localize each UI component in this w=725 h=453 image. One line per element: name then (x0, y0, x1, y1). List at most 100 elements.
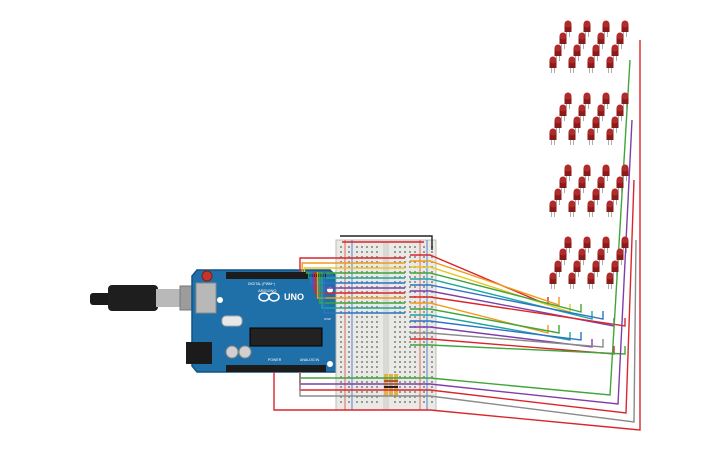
wire-column-10[interactable] (410, 314, 571, 341)
led-l1-r3-c2[interactable] (602, 164, 610, 182)
led-l3-r0-c2[interactable] (587, 56, 595, 74)
wire-column-8[interactable] (410, 302, 549, 334)
wire-pin-11[interactable] (323, 272, 405, 314)
wire-column-3[interactable] (410, 272, 582, 313)
led-l2-r0-c0[interactable] (549, 128, 557, 146)
led-l3-r2-c0[interactable] (559, 32, 567, 50)
led-l0-r1-c0[interactable] (554, 260, 562, 278)
led-l1-r2-c2[interactable] (597, 176, 605, 194)
led-l0-r0-c1[interactable] (568, 272, 576, 290)
wire-top-loop[interactable] (340, 235, 433, 250)
led-l3-r1-c0[interactable] (554, 44, 562, 62)
wire-pin-9[interactable] (319, 272, 405, 304)
led-l2-r3-c0[interactable] (564, 92, 572, 110)
led-l1-r3-c3[interactable] (621, 164, 629, 182)
wire-column-5[interactable] (410, 284, 604, 320)
led-l2-r2-c3[interactable] (616, 104, 624, 122)
led-l2-r1-c1[interactable] (573, 116, 581, 134)
led-l2-r1-c0[interactable] (554, 116, 562, 134)
led-l1-r1-c3[interactable] (611, 188, 619, 206)
wire-pin-0[interactable] (299, 257, 405, 272)
wire-pin-8[interactable] (316, 272, 405, 299)
led-l2-r3-c3[interactable] (621, 92, 629, 110)
led-l3-r3-c0[interactable] (564, 20, 572, 38)
led-l0-r2-c1[interactable] (578, 248, 586, 266)
led-l1-r1-c0[interactable] (554, 188, 562, 206)
led-l3-r2-c1[interactable] (578, 32, 586, 50)
wire-layer-3[interactable] (299, 239, 637, 423)
led-l2-r0-c3[interactable] (606, 128, 614, 146)
wire-pin-2[interactable] (303, 267, 405, 272)
led-l2-r2-c1[interactable] (578, 104, 586, 122)
wire-column-13[interactable] (410, 332, 604, 348)
wire-column-7[interactable] (410, 296, 626, 327)
led-l3-r3-c3[interactable] (621, 20, 629, 38)
wire-pin-10[interactable] (321, 272, 405, 309)
wire-column-2[interactable] (410, 266, 571, 313)
led-l0-r2-c0[interactable] (559, 248, 567, 266)
led-l3-r1-c3[interactable] (611, 44, 619, 62)
wire-column-15[interactable] (410, 344, 626, 355)
led-l1-r1-c2[interactable] (592, 188, 600, 206)
led-l3-r1-c1[interactable] (573, 44, 581, 62)
led-l3-r3-c1[interactable] (583, 20, 591, 38)
led-l3-r0-c0[interactable] (549, 56, 557, 74)
wire-column-1[interactable] (410, 260, 560, 306)
wire-bundle[interactable] (273, 40, 641, 431)
led-l1-r2-c0[interactable] (559, 176, 567, 194)
led-l1-r3-c1[interactable] (583, 164, 591, 182)
led-l0-r3-c0[interactable] (564, 236, 572, 254)
led-l3-r2-c2[interactable] (597, 32, 605, 50)
led-l2-r0-c2[interactable] (587, 128, 595, 146)
led-l3-r3-c2[interactable] (602, 20, 610, 38)
led-l0-r1-c3[interactable] (611, 260, 619, 278)
led-l2-r2-c0[interactable] (559, 104, 567, 122)
wire-column-9[interactable] (410, 308, 560, 334)
led-cube[interactable] (549, 20, 629, 290)
led-l1-r0-c2[interactable] (587, 200, 595, 218)
led-l1-r0-c1[interactable] (568, 200, 576, 218)
arduino-uno-board[interactable]: UNO ARDUINO DIGITAL (PWM~) POWER ANALOG … (186, 265, 337, 373)
wire-column-11[interactable] (410, 320, 582, 341)
wire-pin-7[interactable] (314, 272, 405, 294)
wire-ground[interactable] (273, 40, 641, 431)
led-l2-r3-c1[interactable] (583, 92, 591, 110)
wire-pin-3[interactable] (305, 272, 405, 274)
led-l0-r0-c2[interactable] (587, 272, 595, 290)
led-l1-r2-c1[interactable] (578, 176, 586, 194)
wire-pin-5[interactable] (310, 272, 405, 284)
led-l0-r1-c2[interactable] (592, 260, 600, 278)
led-l2-r0-c1[interactable] (568, 128, 576, 146)
usb-cable[interactable] (90, 285, 201, 311)
led-l1-r0-c3[interactable] (606, 200, 614, 218)
led-l2-r1-c3[interactable] (611, 116, 619, 134)
led-l0-r3-c1[interactable] (583, 236, 591, 254)
led-l1-r1-c1[interactable] (573, 188, 581, 206)
led-l3-r0-c3[interactable] (606, 56, 614, 74)
led-l3-r1-c2[interactable] (592, 44, 600, 62)
wire-pin-1[interactable] (301, 262, 405, 272)
wire-column-4[interactable] (410, 278, 593, 320)
led-l0-r2-c2[interactable] (597, 248, 605, 266)
wire-column-14[interactable] (410, 338, 615, 355)
led-l0-r0-c0[interactable] (549, 272, 557, 290)
arduino-brand-text: ARDUINO (258, 288, 276, 293)
led-l1-r2-c3[interactable] (616, 176, 624, 194)
led-l3-r0-c1[interactable] (568, 56, 576, 74)
led-l3-r2-c3[interactable] (616, 32, 624, 50)
led-l0-r3-c3[interactable] (621, 236, 629, 254)
led-l1-r3-c0[interactable] (564, 164, 572, 182)
wire-pin-4[interactable] (308, 272, 405, 279)
wire-pin-6[interactable] (312, 272, 405, 289)
led-l2-r3-c2[interactable] (602, 92, 610, 110)
led-l2-r1-c2[interactable] (592, 116, 600, 134)
led-l1-r0-c0[interactable] (549, 200, 557, 218)
reset-button[interactable] (201, 270, 213, 282)
led-l0-r3-c2[interactable] (602, 236, 610, 254)
led-l0-r1-c1[interactable] (573, 260, 581, 278)
wire-column-12[interactable] (410, 326, 593, 348)
reset-label: RESET (200, 265, 210, 269)
led-l0-r0-c3[interactable] (606, 272, 614, 290)
led-l0-r2-c3[interactable] (616, 248, 624, 266)
led-l2-r2-c2[interactable] (597, 104, 605, 122)
